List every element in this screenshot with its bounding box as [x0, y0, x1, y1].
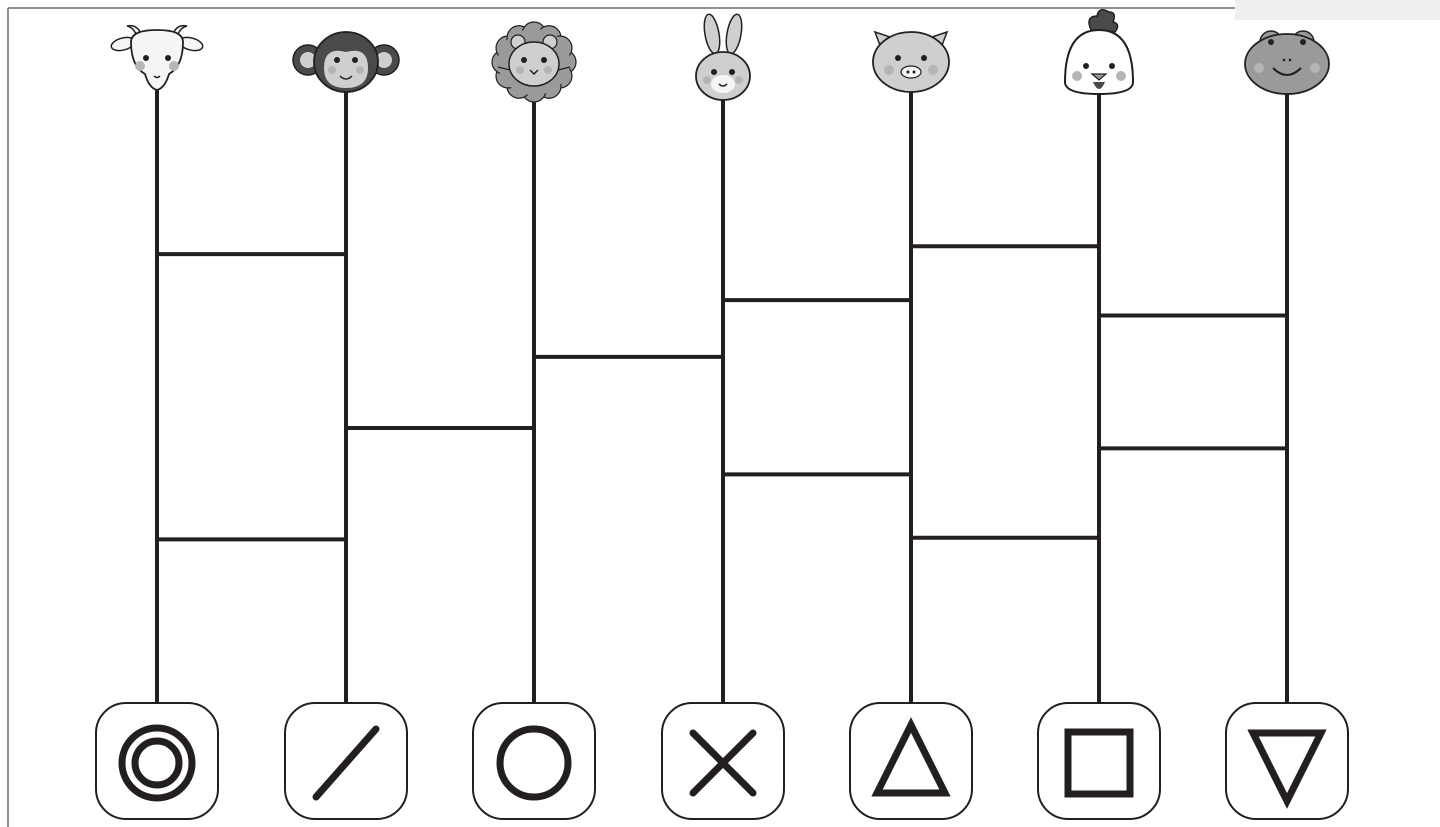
inverted-triangle-icon [1247, 729, 1327, 809]
cross-card [661, 702, 785, 820]
slash-card [284, 702, 408, 820]
watermark-band [1235, 0, 1440, 20]
rungs [157, 244, 1287, 542]
frame [7, 0, 1440, 827]
double-circle-icon [118, 724, 196, 802]
circle-card [472, 702, 596, 820]
frog-icon [1244, 30, 1330, 95]
symbols [95, 702, 1349, 820]
pig-icon [872, 30, 950, 93]
square-icon [1064, 728, 1134, 798]
double-circle-card [95, 702, 219, 820]
triangle-card [849, 702, 973, 820]
rails [155, 90, 1289, 705]
slash-icon [312, 725, 380, 801]
goat-icon [110, 24, 204, 91]
chicken-icon [1063, 9, 1135, 96]
rabbit-icon [695, 13, 751, 101]
circle-icon [496, 725, 572, 801]
triangle-icon [871, 717, 951, 797]
monkey-icon [292, 31, 400, 93]
cross-icon [689, 729, 757, 797]
square-card [1037, 702, 1161, 820]
animals [110, 9, 1330, 103]
lion-icon [491, 21, 577, 103]
inverted-triangle-card [1225, 702, 1349, 820]
